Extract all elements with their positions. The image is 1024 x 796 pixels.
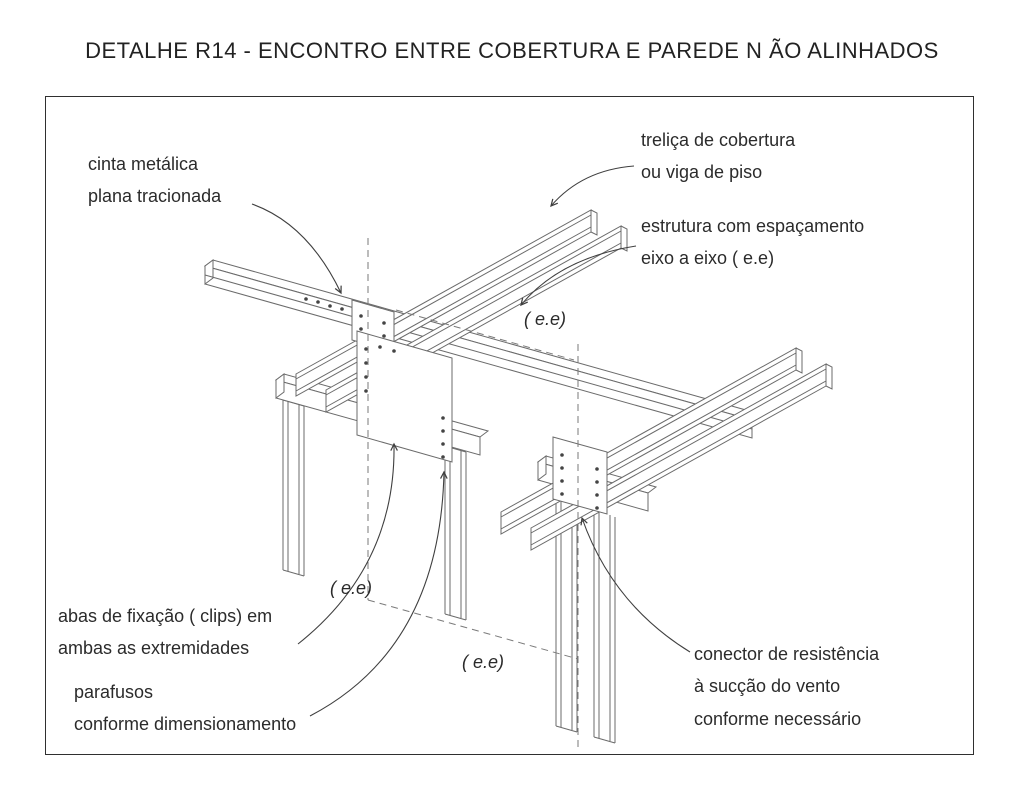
leader-conector bbox=[580, 516, 691, 653]
drawing-frame bbox=[45, 96, 974, 755]
gusset-plate bbox=[356, 330, 453, 463]
label-cinta-metalica: cinta metálica plana tracionada bbox=[88, 154, 222, 207]
label-trelica-cobertura: treliça de cobertura ou viga de piso bbox=[641, 130, 796, 183]
label-conector-succao: conector de resistência à sucção do vent… bbox=[694, 644, 880, 729]
label-estrutura-espacamento: estrutura com espaçamento eixo a eixo ( … bbox=[641, 216, 865, 269]
screw-dots bbox=[304, 297, 599, 510]
label-parafusos: parafusos conforme dimensionamento bbox=[74, 682, 297, 735]
leader-abas bbox=[297, 442, 398, 645]
axis-dimension-lines bbox=[367, 238, 579, 748]
ee-dimension-top: ( e.e) bbox=[524, 309, 567, 329]
drawing-title: DETALHE R14 - ENCONTRO ENTRE COBERTURA E… bbox=[85, 38, 939, 63]
ee-dimension-left: ( e.e) bbox=[330, 578, 373, 598]
suction-connector-plate bbox=[552, 436, 608, 515]
label-abas-fixacao: abas de fixação ( clips) em ambas as ext… bbox=[58, 606, 273, 659]
right-wall-studs bbox=[555, 500, 616, 744]
left-wall-studs bbox=[282, 399, 467, 621]
leader-trelica bbox=[550, 165, 635, 208]
leader-estrutura bbox=[520, 245, 637, 307]
leader-cinta bbox=[251, 203, 342, 295]
leader-parafusos bbox=[309, 470, 448, 717]
ee-dimension-bottom: ( e.e) bbox=[462, 652, 505, 672]
leader-arrows bbox=[251, 165, 691, 717]
